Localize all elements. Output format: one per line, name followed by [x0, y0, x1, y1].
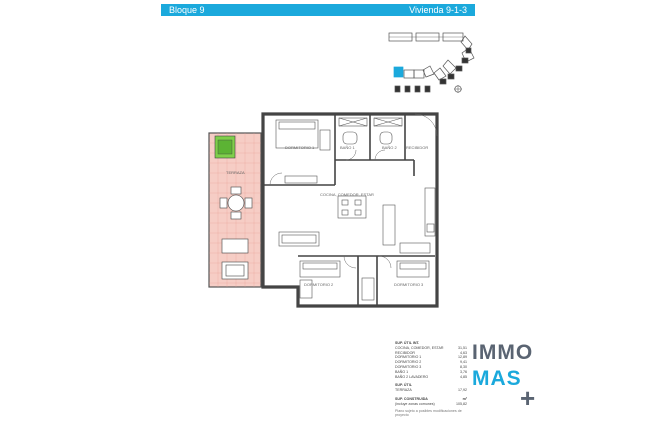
exterior-walls [261, 112, 439, 308]
terrace-table-set [219, 186, 253, 220]
label-bano-1: BAÑO 1 [340, 145, 355, 150]
surface-title-util-int: SUP. ÚTIL INT. [395, 341, 420, 345]
label-terraza: TERRAZA [226, 170, 245, 175]
label-cocina: COCINA, COMEDOR, ESTAR [320, 192, 374, 197]
surface-row-construida: (incluye zonas comunes)105,82 [395, 401, 467, 406]
immomas-logo: IMMO MAS + [472, 341, 544, 413]
sun-loungers [221, 238, 249, 280]
block-title: Bloque 9 [169, 5, 205, 15]
label-dormitorio-2: DORMITORIO 2 [304, 282, 334, 287]
logo-line-2: MAS [472, 367, 522, 390]
furniture [275, 117, 436, 301]
key-plan [388, 32, 475, 93]
logo-plus: + [520, 383, 536, 413]
unit-locator-marker [393, 66, 404, 78]
surface-title-util: SUP. ÚTIL [395, 383, 412, 388]
label-dormitorio-3: DORMITORIO 3 [394, 282, 424, 287]
header-bar: Bloque 9 Vivienda 9-1-3 [161, 4, 475, 16]
logo-line-1: IMMO [472, 341, 534, 364]
surface-footnote: Plano sujeto a posibles modificaciones d… [395, 408, 462, 418]
label-bano-2: BAÑO 2 [382, 145, 397, 150]
terrace [208, 132, 262, 288]
label-dormitorio-1: DORMITORIO 1 [285, 145, 315, 150]
doors [269, 113, 438, 269]
interior-walls [263, 114, 438, 306]
unit-title: Vivienda 9-1-3 [409, 5, 467, 15]
room-labels: DORMITORIO 1 BAÑO 1 BAÑO 2 RECIBIDOR TER… [226, 145, 428, 287]
label-recibidor: RECIBIDOR [406, 145, 428, 150]
